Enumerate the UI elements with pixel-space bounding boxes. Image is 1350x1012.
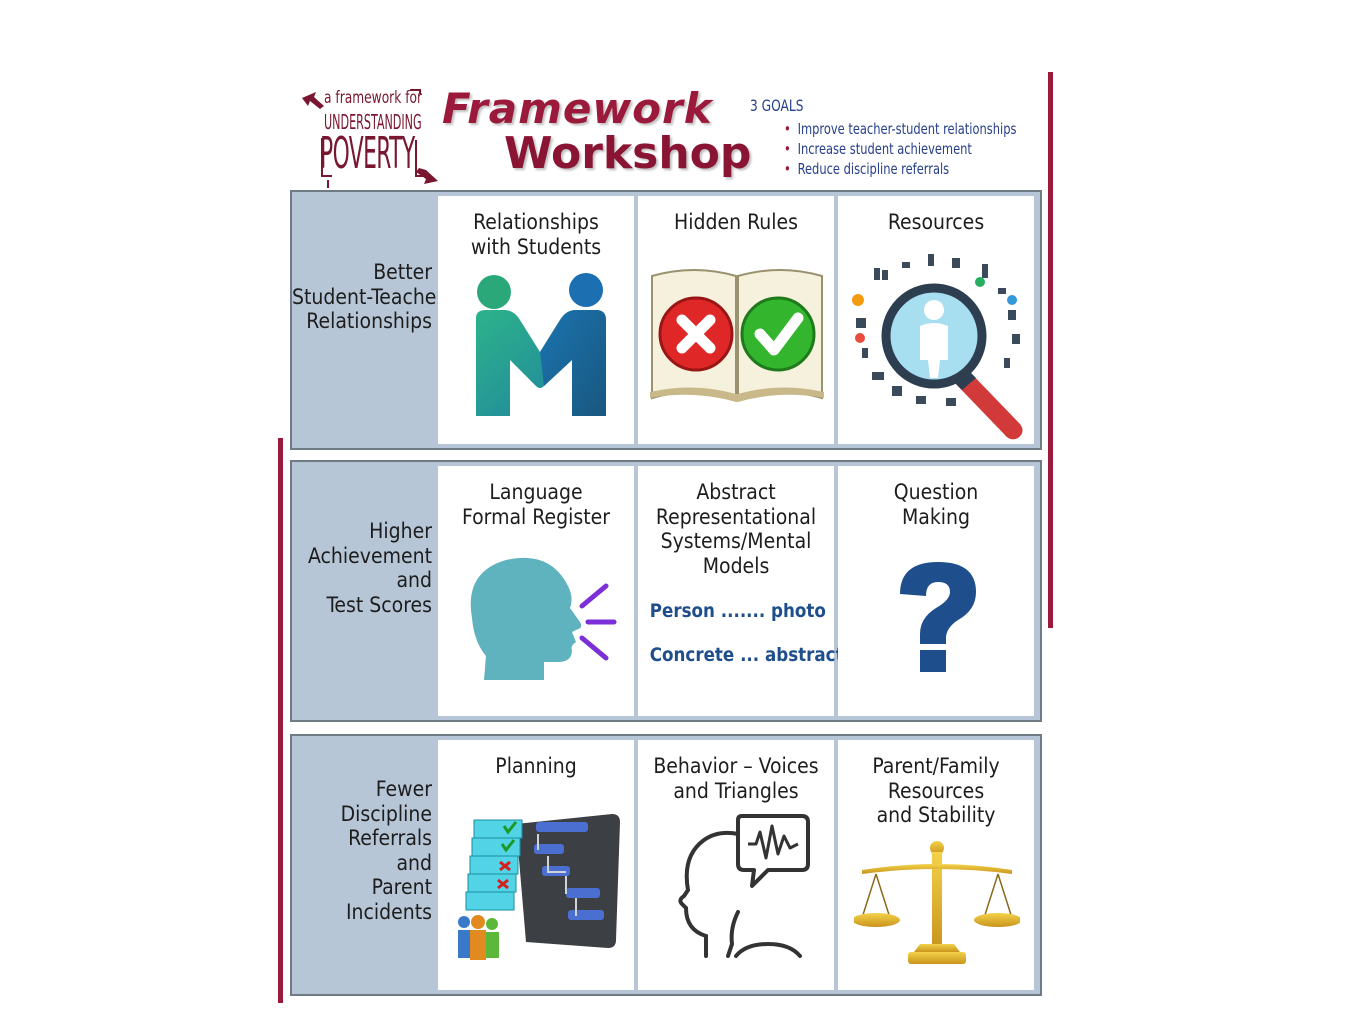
- logo-line-2: UNDERSTANDING: [324, 110, 422, 134]
- open-book-icon: [650, 269, 824, 402]
- header: a framework for UNDERSTANDING POVERTY Fr…: [292, 72, 1052, 190]
- logo-line-3: POVERTY: [320, 128, 415, 179]
- question-mark-icon: [900, 562, 976, 672]
- cell-title: Resources: [887, 210, 985, 234]
- goals-list: Improve teacher-student relationships In…: [784, 119, 1058, 179]
- head-voice-icon: [678, 814, 810, 958]
- cell-title: Language Formal Register: [462, 480, 610, 529]
- magnifier-person-icon: [852, 254, 1023, 440]
- goal-item: Reduce discipline referrals: [784, 159, 1016, 179]
- speaking-head-icon: [470, 557, 617, 680]
- row-achievement: Higher Achievement and Test Scores Langu…: [290, 460, 1042, 722]
- cell-behavior-voices: Behavior – Voices and Triangles: [638, 740, 834, 990]
- goals-heading: 3 GOALS: [750, 96, 804, 115]
- cell-title: Abstract Representational Systems/Mental…: [655, 480, 817, 578]
- cell-language-formal-register: Language Formal Register: [438, 466, 634, 716]
- row-label: Higher Achievement and Test Scores: [307, 519, 432, 617]
- cell-title: Relationships with Students: [470, 210, 602, 259]
- cell-title: Planning: [495, 754, 577, 778]
- cell-parent-family: Parent/Family Resources and Stability: [838, 740, 1034, 990]
- accent-bar-left: [278, 438, 283, 1003]
- cell-title: Question Making: [893, 480, 979, 529]
- balance-scale-icon: [854, 841, 1020, 964]
- logo-arrows-icon: [302, 89, 438, 190]
- goal-item: Increase student achievement: [784, 139, 1016, 159]
- poverty-logo: a framework for UNDERSTANDING POVERTY: [298, 80, 438, 190]
- accent-bar-right: [1048, 72, 1053, 628]
- cell-title: Hidden Rules: [674, 210, 798, 234]
- cell-hidden-rules: Hidden Rules: [638, 196, 834, 444]
- cell-question-making: Question Making: [838, 466, 1034, 716]
- concrete-abstract-text: Concrete ... abstract: [649, 644, 844, 666]
- goal-item: Improve teacher-student relationships: [784, 119, 1017, 139]
- cell-planning: Planning: [438, 740, 634, 990]
- row-discipline: Fewer Discipline Referrals and Parent In…: [290, 734, 1042, 996]
- planning-chart-icon: [458, 814, 620, 960]
- cell-abstract-representational: Abstract Representational Systems/Mental…: [638, 466, 844, 716]
- cell-title: Behavior – Voices and Triangles: [653, 754, 819, 803]
- cell-relationships-with-students: Relationships with Students: [438, 196, 634, 444]
- cell-title: Parent/Family Resources and Stability: [872, 754, 1000, 827]
- logo-line-1: a framework for: [324, 88, 423, 108]
- title-workshop: Workshop: [504, 128, 752, 179]
- row-relationships: Better Student-Teacher Relationships Rel…: [290, 190, 1042, 450]
- two-people-icon: [476, 273, 606, 416]
- person-photo-text: Person ....... photo: [649, 600, 826, 622]
- cell-resources: Resources: [838, 196, 1034, 444]
- row-label: Fewer Discipline Referrals and Parent In…: [340, 777, 432, 924]
- title-framework: Framework: [442, 84, 713, 133]
- goals-box: 3 GOALS Improve teacher-student relation…: [750, 96, 1058, 179]
- row-label: Better Student-Teacher Relationships: [292, 260, 445, 333]
